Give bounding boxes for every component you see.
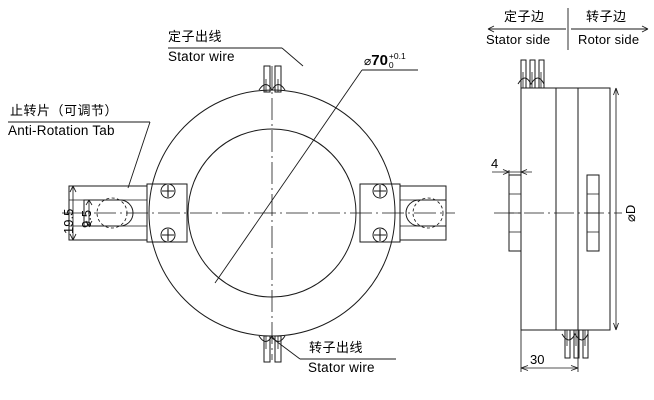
left-tab-mount-plate [146, 183, 188, 243]
rotor-pin-inner-lines-bottom [265, 336, 279, 349]
stator-wire-wave-top [258, 84, 286, 92]
diameter-tolerance-upper: +0.1 [388, 51, 406, 61]
side-view-wire-connector-bottom [561, 329, 589, 359]
side-view-header-rotor-en: Rotor side [578, 32, 640, 47]
right-tab-screw-upper [372, 183, 388, 199]
callout-rotor-wire-bottom-cn: 转子出线 [309, 340, 364, 355]
header-rule-arrow-left [487, 25, 495, 33]
diameter-value: 70 [371, 51, 388, 69]
right-tab-hole-dashed [412, 197, 444, 229]
right-anti-rotation-tab [359, 183, 447, 243]
diameter-callout-group: ⌀70 +0.1 0 [364, 52, 406, 70]
dimension-flange-thickness: 4 [491, 156, 499, 171]
side-view-header-stator-en: Stator side [486, 32, 551, 47]
left-anti-rotation-tab [68, 183, 188, 243]
dimension-19-5-geometry [69, 185, 78, 241]
diameter-tolerance-lower: 0 [388, 59, 394, 70]
side-view-wire-connector-top [517, 59, 545, 89]
right-tab-body [399, 185, 447, 241]
left-tab-flange-lines [69, 199, 147, 227]
dimension-9-5-geometry [85, 199, 93, 227]
stator-pin-1 [263, 65, 271, 93]
callout-anti-rotation-tab-en: Anti-Rotation Tab [8, 123, 115, 138]
leader-line-stator-top [281, 47, 304, 67]
header-rule-arrow-right [641, 25, 649, 33]
callout-stator-wire-top-en: Stator wire [168, 49, 235, 64]
rotor-wire-connector-bottom [258, 334, 286, 363]
left-tab-hole-dashed [96, 197, 128, 229]
rotor-wire-wave-bottom [258, 334, 286, 342]
left-tab-screw-lower [160, 227, 176, 243]
dimension-body-length: 30 [530, 352, 545, 367]
right-tab-flange-lines [400, 199, 446, 227]
leader-line-diameter [214, 69, 363, 284]
dimension-4-geometry [492, 169, 532, 178]
right-tab-screw-lower [372, 227, 388, 243]
side-view-header-rotor-cn: 转子边 [586, 9, 627, 24]
side-view-group [492, 59, 622, 372]
rotor-pin-1 [263, 335, 271, 363]
dimension-30-geometry [520, 330, 579, 372]
stator-wire-connector-top [258, 65, 286, 93]
side-view-header-stator-cn: 定子边 [504, 9, 545, 24]
callout-stator-wire-top-cn: 定子出线 [168, 29, 223, 44]
stator-pin-inner-lines-top [265, 79, 279, 92]
callout-leader-lines [8, 47, 418, 360]
diameter-symbol: ⌀ [364, 53, 372, 68]
side-view-header-rules [487, 8, 649, 50]
left-tab-screw-upper [160, 183, 176, 199]
callout-anti-rotation-tab-cn: 止转片（可调节） [10, 103, 119, 118]
callout-rotor-wire-bottom-en: Stator wire [308, 360, 375, 375]
leader-line-anti-rotation [127, 121, 151, 189]
side-view-body-outline [520, 87, 611, 331]
front-view-group [62, 65, 455, 363]
dimension-diameter-D-geometry [613, 87, 619, 331]
